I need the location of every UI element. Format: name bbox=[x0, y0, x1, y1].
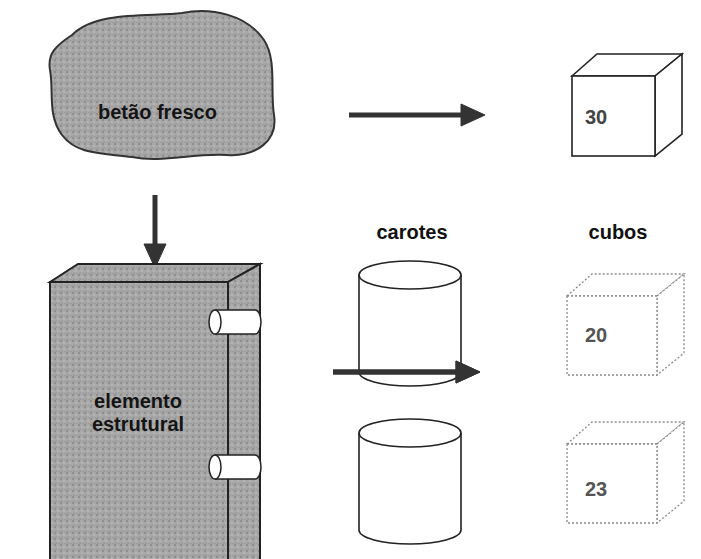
structural-element-outline bbox=[50, 264, 260, 559]
core-hole bbox=[209, 455, 261, 479]
cube-outline bbox=[567, 274, 684, 375]
strength-value: 23 bbox=[585, 478, 689, 501]
node-shape bbox=[40, 5, 279, 165]
strength-value: 20 bbox=[585, 324, 689, 347]
arrow-shaft bbox=[333, 370, 458, 375]
arrow-head bbox=[456, 361, 480, 383]
arrow-shaft bbox=[333, 370, 458, 375]
core-hole bbox=[209, 310, 261, 334]
column-heading: cubos bbox=[589, 221, 648, 244]
structural-element: elemento estrutural bbox=[48, 262, 263, 559]
core-cylinder bbox=[359, 261, 461, 386]
concrete-blob-outline bbox=[49, 11, 274, 159]
cube-outline bbox=[572, 54, 682, 156]
cube-outline bbox=[567, 422, 684, 523]
node-shape bbox=[565, 52, 687, 158]
node-shape bbox=[560, 272, 689, 377]
flow-arrow bbox=[333, 361, 480, 383]
flow-arrow bbox=[349, 104, 485, 126]
arrow-head bbox=[456, 361, 480, 383]
core-cylinder bbox=[359, 419, 461, 544]
node-label: betão fresco bbox=[40, 101, 275, 124]
flow-arrow bbox=[144, 195, 166, 268]
flow-arrow bbox=[333, 361, 480, 383]
column-heading: carotes bbox=[376, 221, 447, 244]
arrow-head bbox=[461, 104, 485, 126]
arrow-shaft bbox=[349, 113, 463, 118]
core-cube: 23 bbox=[560, 420, 689, 525]
node-shape bbox=[560, 420, 689, 525]
fresh-concrete-blob: betão fresco bbox=[40, 5, 279, 165]
core-cube: 20 bbox=[560, 272, 689, 377]
strength-value: 30 bbox=[585, 106, 687, 129]
test-cube: 30 bbox=[565, 52, 687, 158]
node-label: elemento estrutural bbox=[73, 390, 203, 436]
arrow-shaft bbox=[153, 195, 158, 246]
